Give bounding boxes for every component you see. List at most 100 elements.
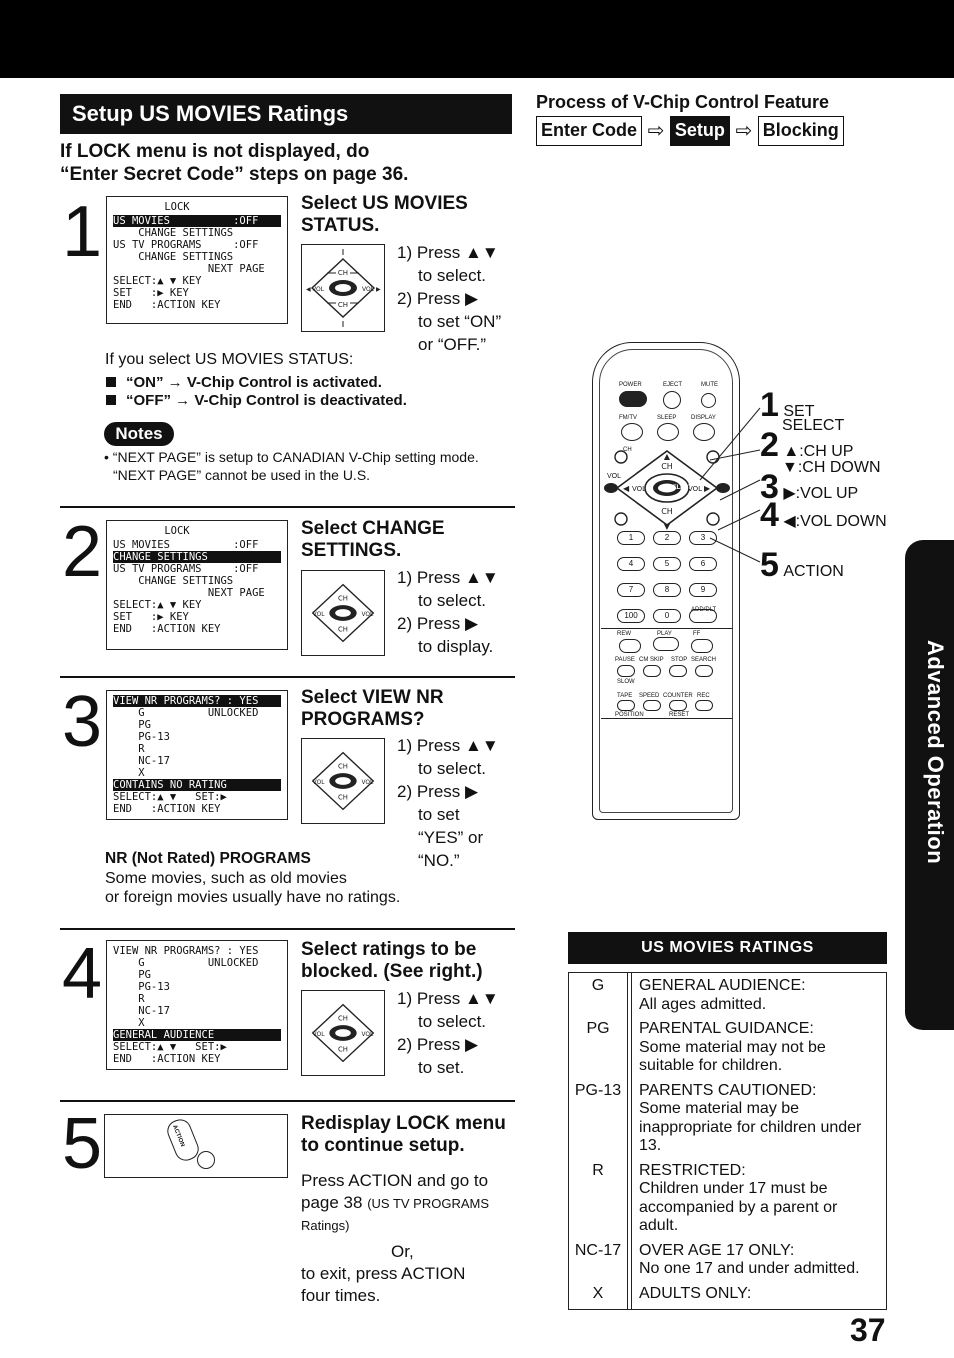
osd-row: R <box>113 993 145 1005</box>
process-step-enter-code: Enter Code <box>536 116 643 146</box>
table-column-divider <box>631 973 633 1309</box>
pause-button-icon <box>617 665 635 677</box>
svg-text:CH: CH <box>338 762 348 770</box>
sleep-button-icon <box>657 423 679 441</box>
instr-line: 2) Press ▶ <box>397 782 479 801</box>
rating-description-line: OVER AGE 17 ONLY: <box>639 1241 795 1259</box>
step-number: 2 <box>62 512 103 592</box>
nr-line: or foreign movies usually have no rating… <box>105 889 401 906</box>
step-instructions: 1) Press ▲▼ to select. 2) Press ▶ to set… <box>397 987 522 1079</box>
ch-label: CH <box>623 447 632 453</box>
heading-line: SETTINGS. <box>301 540 402 561</box>
display-button-icon <box>693 423 715 441</box>
rating-description: OVER AGE 17 ONLY:No one 17 and under adm… <box>639 1242 883 1279</box>
osd-row: SELECT:▲ ▼ KEY <box>113 599 202 611</box>
nr-text: Some movies, such as old movies or forei… <box>105 869 400 907</box>
mute-label: MUTE <box>701 382 718 388</box>
instr-line: “YES” or <box>418 828 484 847</box>
rating-description-line: Some material may not be <box>639 1038 826 1056</box>
text-line: page 38 (US TV PROGRAMS <box>301 1192 531 1215</box>
rating-code: G <box>591 977 605 994</box>
notes-text: • “NEXT PAGE” is setup to CANADIAN V-Chi… <box>104 448 479 484</box>
callout-ch-down: ▼:CH DOWN <box>782 459 881 476</box>
add-dlt-button-icon <box>689 609 717 623</box>
osd-row: VIEW NR PROGRAMS? : YES <box>113 945 259 957</box>
remote-inner-outline <box>599 349 733 813</box>
step-heading: Select VIEW NR PROGRAMS? <box>301 687 444 731</box>
reset-label: RESET <box>669 712 690 718</box>
bullet-list: “ON” → V-Chip Control is activated. “OFF… <box>106 374 407 410</box>
nr-programs-screen: VIEW NR PROGRAMS? : YES G UNLOCKED PG PG… <box>106 690 288 820</box>
rating-code: NC-17 <box>574 1241 622 1259</box>
rating-description-line: Children under 17 must be <box>639 1180 828 1197</box>
callout-vol-up: 3 ▶:VOL UP <box>760 470 858 504</box>
page-number: 37 <box>850 1312 886 1348</box>
number-key-1: 1 <box>617 531 645 545</box>
rating-description-line: All ages admitted. <box>639 995 767 1013</box>
svg-text:▶: ▶ <box>376 286 381 293</box>
arrow-right-icon: ⇨ <box>729 120 758 142</box>
svg-text:VOL: VOL <box>362 612 375 618</box>
rating-code: PG <box>586 1020 610 1037</box>
process-step-blocking: Blocking <box>757 116 844 146</box>
remote-dpad-illustration: CH CH VOL VOL <box>301 570 385 656</box>
eject-button-icon <box>663 391 681 409</box>
callout-text: ▲:CH UP <box>783 443 854 460</box>
remote-dpad-illustration: CH CH VOL VOL <box>301 990 385 1076</box>
rew-button-icon <box>619 639 641 653</box>
number-key-8: 8 <box>653 583 681 597</box>
rating-description-line: PARENTAL GUIDANCE: <box>639 1020 814 1037</box>
select-label: SELECT <box>669 485 692 491</box>
dpad-icon: CH CH VOL VOL <box>311 583 375 643</box>
step-heading: Select ratings to be blocked. (See right… <box>301 939 483 983</box>
instr-line: or “OFF.” <box>418 335 486 354</box>
bullet-square-icon <box>106 377 116 387</box>
remote-divider <box>601 628 733 629</box>
intro-text: If LOCK menu is not displayed, do “Enter… <box>60 140 520 186</box>
ratings-table-title: US MOVIES RATINGS <box>568 932 887 964</box>
intro-line: “Enter Secret Code” steps on page 36. <box>60 164 409 185</box>
search-button-icon <box>695 665 713 677</box>
osd-row-highlighted: US MOVIES :OFF <box>113 215 281 227</box>
remote-dpad-icon: CH CH VOL VOL ▲ ▼ ◀ ▶ <box>604 450 730 531</box>
instr-line: 2) Press ▶ <box>397 1035 479 1054</box>
step-heading: Select CHANGE SETTINGS. <box>301 518 445 562</box>
osd-row: PG <box>113 719 151 731</box>
osd-row: CHANGE SETTINGS <box>113 251 234 263</box>
header-bar <box>0 0 954 78</box>
step-number: 1 <box>62 192 103 272</box>
action-button-icon: ACTION <box>164 1116 202 1164</box>
note-line: “NEXT PAGE” cannot be used in the U.S. <box>113 467 371 483</box>
step-heading: Redisplay LOCK menu to continue setup. <box>301 1113 506 1157</box>
counter-reset-button-icon <box>669 700 687 711</box>
callout-number: 4 <box>760 496 779 534</box>
instr-line: 2) Press ▶ <box>397 614 479 633</box>
svg-text:CH: CH <box>338 1014 348 1022</box>
rating-description-line: ADULTS ONLY: <box>639 1284 752 1302</box>
osd-row: SET :▶ KEY <box>113 611 189 623</box>
callout-number: 5 <box>760 546 779 584</box>
rating-description-line: PARENTS CAUTIONED: <box>639 1081 817 1099</box>
position-label: POSITION <box>615 712 644 718</box>
heading-line: Select VIEW NR <box>301 687 444 708</box>
number-key-7: 7 <box>617 583 645 597</box>
osd-row: END :ACTION KEY <box>113 803 221 815</box>
bullet-item: “OFF” → V-Chip Control is deactivated. <box>106 392 407 410</box>
heading-line: to continue setup. <box>301 1135 465 1156</box>
step-number: 3 <box>62 682 103 762</box>
osd-row: G UNLOCKED <box>113 707 259 719</box>
instr-line: 1) Press ▲▼ <box>397 989 499 1008</box>
rating-description-line: inappropriate for children under <box>639 1118 862 1136</box>
number-key-3: 3 <box>689 531 717 545</box>
rating-description-line: GENERAL AUDIENCE: <box>639 977 806 994</box>
svg-text:CH: CH <box>338 594 348 602</box>
table-column-divider <box>627 973 629 1309</box>
instr-line: to set. <box>418 1058 465 1077</box>
number-key-2: 2 <box>653 531 681 545</box>
power-button-icon <box>619 391 647 407</box>
svg-text:VOL: VOL <box>313 780 326 786</box>
process-flow: Enter Code ⇨ Setup ⇨ Blocking <box>536 116 844 146</box>
bullet-square-icon <box>106 395 116 405</box>
